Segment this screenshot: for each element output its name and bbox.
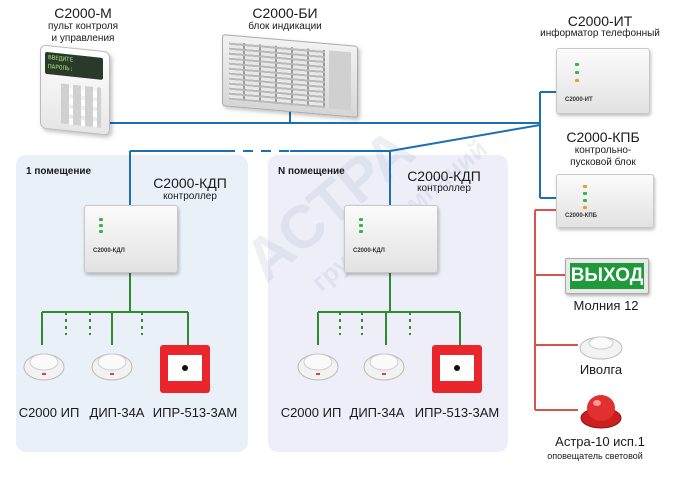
s2000it-device: С2000-ИТ <box>556 48 650 114</box>
room-1-label: 1 помещение <box>26 166 92 177</box>
s2000it-device-label: С2000-ИТ <box>565 97 593 103</box>
room-1-controller-title: С2000-КДП <box>153 175 227 191</box>
room-n-detector-3-label: ИПР-513-3АМ <box>414 405 500 420</box>
s2000it-subtitle: информатор телефонный <box>540 28 660 39</box>
room-n-controller-subtitle: контроллер <box>417 183 471 194</box>
s2000bi-title: С2000-БИ <box>252 5 318 21</box>
room-n-controller-device-label: С2000-КДЛ <box>353 248 385 254</box>
room-1-area <box>16 155 248 452</box>
room-n-detector-2-label: ДИП-34А <box>349 405 405 420</box>
room-1-controller-device-label: С2000-КДЛ <box>93 248 125 254</box>
room-n-label: N помещение <box>278 166 345 177</box>
room-n-smoke-detector-icon <box>297 353 339 381</box>
room-n-controller-device: С2000-КДЛ <box>344 205 438 273</box>
s2000bi-indicator-grid <box>229 41 325 109</box>
room-1-smoke-detector-icon <box>23 353 65 381</box>
s2000m-device: ВВЕДИТЕ ПАРОЛЬ: <box>40 44 110 136</box>
s2000bi-device <box>222 34 358 118</box>
s2000it-title: С2000-ИТ <box>567 13 633 29</box>
room-1-controller-device: С2000-КДЛ <box>84 205 178 273</box>
s2000kpb-title: С2000-КПБ <box>566 129 640 145</box>
room-n-dip34a-icon <box>363 353 405 381</box>
room-1-detector-1-label: С2000 ИП <box>18 405 80 420</box>
s2000kpb-device-label: С2000-КПБ <box>565 213 597 219</box>
room-1-manual-call-point-icon <box>160 345 210 393</box>
ivolga-label: Иволга <box>579 362 623 377</box>
molniya-label: Молния 12 <box>573 298 639 313</box>
ivolga-siren-icon <box>579 336 623 360</box>
s2000m-title: С2000-М <box>54 5 112 21</box>
s2000m-screen: ВВЕДИТЕ ПАРОЛЬ: <box>45 51 103 80</box>
room-1-detector-3-label: ИПР-513-3АМ <box>152 405 238 420</box>
s2000m-subtitle: пульт контроля и управления <box>47 21 119 44</box>
room-1-controller-subtitle: контроллер <box>163 191 217 202</box>
s2000bi-subtitle: блок индикации <box>248 21 322 32</box>
room-1-detector-2-label: ДИП-34А <box>89 405 145 420</box>
astra-sublabel: оповещатель световой <box>547 451 643 461</box>
room-n-detector-1-label: С2000 ИП <box>280 405 342 420</box>
room-1-dip34a-icon <box>91 353 133 381</box>
room-n-area <box>268 155 508 452</box>
s2000kpb-subtitle: контрольно- пусковой блок <box>570 145 636 168</box>
room-n-controller-title: С2000-КДП <box>407 168 481 184</box>
astra-label: Астра-10 исп.1 <box>555 434 645 449</box>
s2000bi-side-panel <box>329 50 351 111</box>
exit-sign-text: ВЫХОД <box>570 263 644 289</box>
astra-strobe-icon <box>580 395 622 429</box>
s2000m-keypad <box>61 83 101 128</box>
exit-sign: ВЫХОД <box>565 258 649 294</box>
room-n-manual-call-point-icon <box>432 345 482 393</box>
s2000kpb-device: С2000-КПБ <box>556 174 654 228</box>
